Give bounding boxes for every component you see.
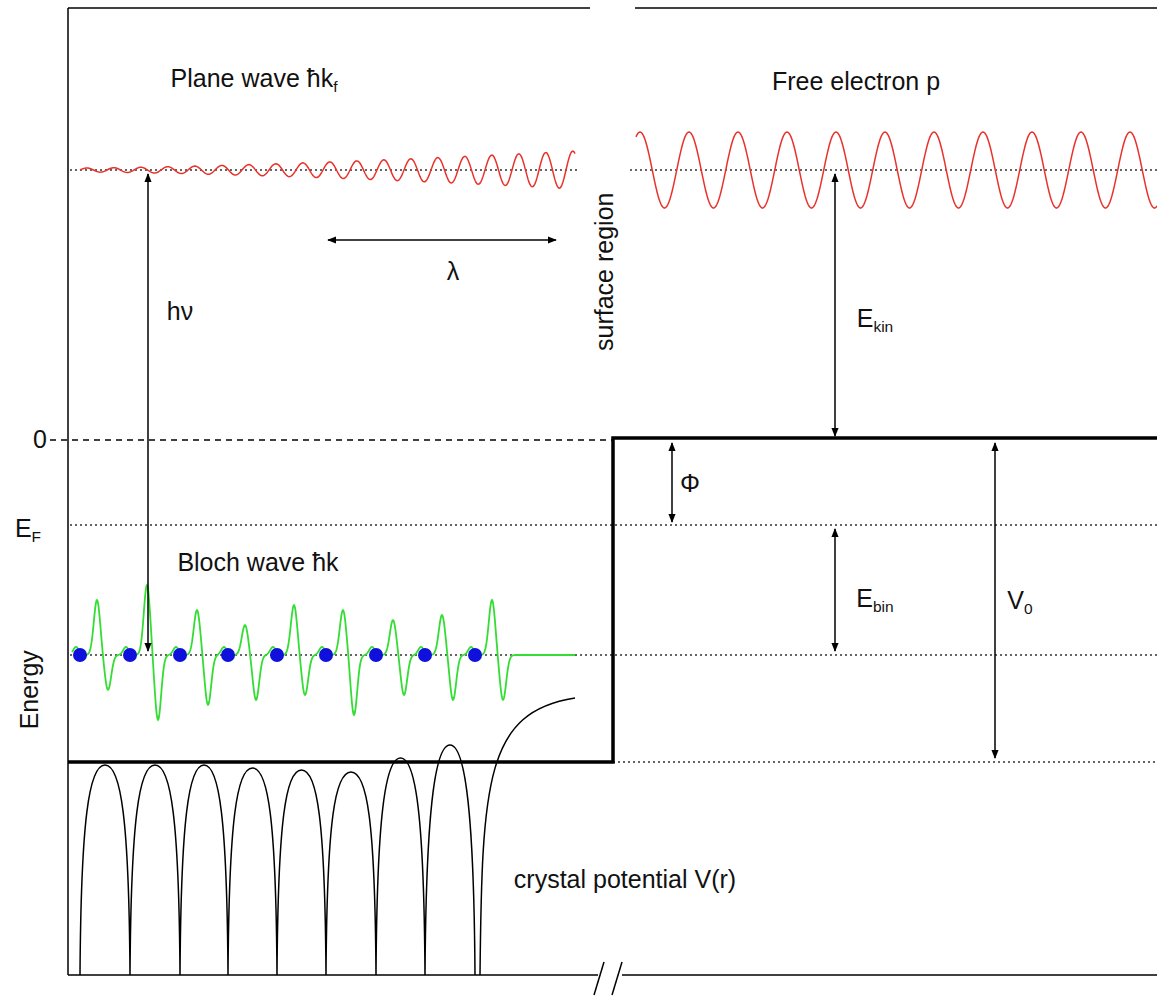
atom-dot <box>270 648 284 662</box>
atom-dot <box>468 648 482 662</box>
physics-label: hν <box>165 298 195 326</box>
atom-dot <box>221 648 235 662</box>
physics-label: Φ <box>678 470 702 498</box>
axis-label: surface region <box>591 191 619 353</box>
frame-bottom <box>68 974 598 976</box>
frame <box>68 8 1157 995</box>
break-mark <box>612 962 622 995</box>
inner-potential-arrow <box>994 443 996 758</box>
crystal-potential <box>80 698 575 975</box>
physics-label: Free electron p <box>770 68 942 96</box>
physics-label: Ekin <box>855 305 896 335</box>
atom-dot <box>369 648 383 662</box>
wavelength-arrow <box>328 239 556 241</box>
arrows <box>148 174 995 758</box>
atom-dot <box>319 648 333 662</box>
inner-potential-level <box>613 761 1157 762</box>
atom-dot <box>173 648 187 662</box>
work-function-arrow <box>671 443 673 522</box>
final-state-level <box>630 169 1157 170</box>
vacuum-level <box>50 439 613 441</box>
physics-label: V0 <box>1005 587 1034 617</box>
physics-label: Ebin <box>854 585 895 615</box>
physics-label: 0 <box>31 426 49 454</box>
photon-energy-arrow <box>147 174 149 651</box>
frame-bottom <box>622 974 1157 976</box>
free-electron-wave <box>636 132 1157 208</box>
physics-label: Plane wave ħkf <box>169 65 340 95</box>
binding-energy-arrow <box>834 529 836 651</box>
frame-left <box>67 8 69 975</box>
physics-label: λ <box>445 258 462 286</box>
frame-top <box>68 7 590 9</box>
axis-label: Energy <box>16 648 44 731</box>
atom-dot <box>123 648 137 662</box>
kinetic-energy-arrow <box>834 174 836 436</box>
physics-label: crystal potential V(r) <box>512 866 738 894</box>
atom-dot <box>418 648 432 662</box>
frame-top <box>635 7 1157 9</box>
physics-label: EF <box>13 515 43 545</box>
physics-label: Bloch wave ħk <box>175 549 340 577</box>
break-mark <box>594 962 604 995</box>
potential-step <box>68 438 1157 762</box>
atom-dot <box>73 648 87 662</box>
plane-wave <box>80 151 575 188</box>
